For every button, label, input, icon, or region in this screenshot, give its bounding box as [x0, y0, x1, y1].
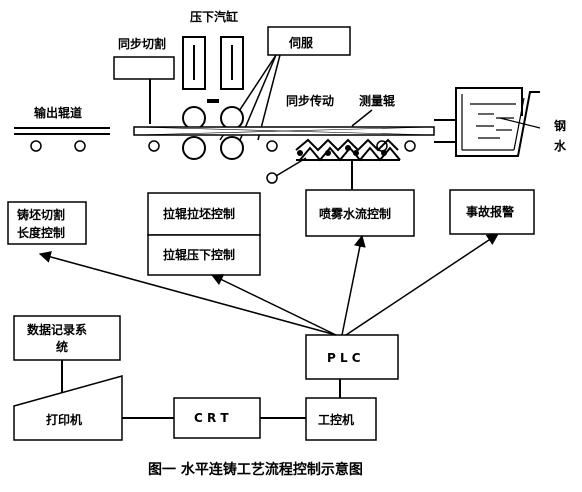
arrow-to-cut-length — [38, 251, 337, 336]
output-roller-label: 输出辊道 — [34, 105, 82, 120]
sync-cut-label: 同步切割 — [118, 36, 166, 51]
strand-support-roll-2 — [266, 140, 278, 152]
data-record-box: 数据记录系 统 — [13, 315, 121, 361]
svg-text:拉辊拉坯控制: 拉辊拉坯控制 — [163, 206, 235, 221]
spray-nozzle-2 — [325, 150, 331, 156]
cylinder-right — [220, 36, 244, 90]
svg-text:事故报警: 事故报警 — [466, 204, 514, 219]
svg-text:拉辊压下控制: 拉辊压下控制 — [163, 247, 235, 262]
svg-text:铸坯切割: 铸坯切割 — [17, 207, 65, 222]
svg-text:水: 水 — [554, 138, 567, 153]
figure-caption: 图一 水平连铸工艺流程控制示意图 — [148, 461, 363, 478]
arrow-to-press-control — [210, 274, 337, 336]
svg-text:钢: 钢 — [554, 118, 566, 133]
svg-text:打印机: 打印机 — [46, 412, 82, 427]
lower-roll-left — [182, 136, 206, 160]
tundish — [434, 87, 541, 157]
svg-text:伺服: 伺服 — [288, 35, 314, 50]
svg-text:长度控制: 长度控制 — [17, 225, 65, 240]
spray-nozzle-4 — [381, 150, 387, 156]
svg-text:同步切割: 同步切割 — [118, 36, 166, 51]
arrow-to-spray-control — [341, 234, 366, 336]
svg-text:统: 统 — [56, 339, 68, 354]
strand-support-roll-1 — [148, 140, 160, 152]
crt-box: C R T — [173, 397, 261, 439]
casting-strand — [133, 126, 435, 136]
upper-roll-right — [220, 106, 244, 130]
svg-text:C R T: C R T — [194, 411, 229, 425]
steel-water-label: 钢 水 — [554, 118, 567, 153]
upper-roll-left — [182, 106, 206, 130]
press-control-box: 拉辊压下控制 — [147, 234, 261, 276]
svg-text:输出辊道: 输出辊道 — [34, 105, 82, 120]
servo-link-3 — [257, 54, 281, 141]
svg-text:P L C: P L C — [327, 351, 361, 365]
svg-text:工控机: 工控机 — [318, 412, 354, 427]
sync-cut-box — [113, 56, 175, 80]
output-roller-table — [14, 127, 110, 152]
svg-text:同步传动: 同步传动 — [286, 93, 334, 108]
svg-text:压下汽缸: 压下汽缸 — [190, 9, 238, 24]
spray-nozzle-3 — [353, 150, 359, 156]
plc-box: P L C — [305, 334, 399, 380]
svg-text:测量辊: 测量辊 — [359, 93, 395, 108]
spray-valve — [266, 172, 278, 184]
svg-text:图一 水平连铸工艺流程控制示意图: 图一 水平连铸工艺流程控制示意图 — [148, 461, 363, 478]
spray-valve-link — [275, 157, 307, 177]
cylinder-left — [182, 36, 206, 90]
press-bar — [207, 99, 219, 103]
pull-control-box: 拉辊拉坯控制 — [147, 192, 261, 236]
sync-drive-label: 同步传动 — [286, 93, 334, 108]
printer-box: 打印机 — [13, 375, 123, 441]
measure-roll-label: 测量辊 — [359, 93, 395, 108]
servo-box: 伺服 — [267, 26, 351, 56]
servo-link-2 — [239, 54, 277, 141]
measure-roll-pointer — [351, 109, 373, 127]
spray-nozzle-1 — [297, 150, 303, 156]
alarm-box: 事故报警 — [449, 189, 535, 235]
svg-text:喷雾水流控制: 喷雾水流控制 — [319, 206, 391, 221]
ipc-box: 工控机 — [305, 397, 377, 441]
cut-length-control-box: 铸坯切割 长度控制 — [7, 201, 87, 245]
lower-roll-right — [220, 136, 244, 160]
arrow-to-alarm — [345, 233, 499, 336]
svg-text:数据记录系: 数据记录系 — [27, 322, 87, 337]
spray-control-box: 喷雾水流控制 — [305, 189, 415, 237]
cylinder-label: 压下汽缸 — [190, 9, 238, 24]
spray-nozzle-5 — [345, 145, 351, 151]
strand-support-roll-4 — [404, 140, 416, 152]
